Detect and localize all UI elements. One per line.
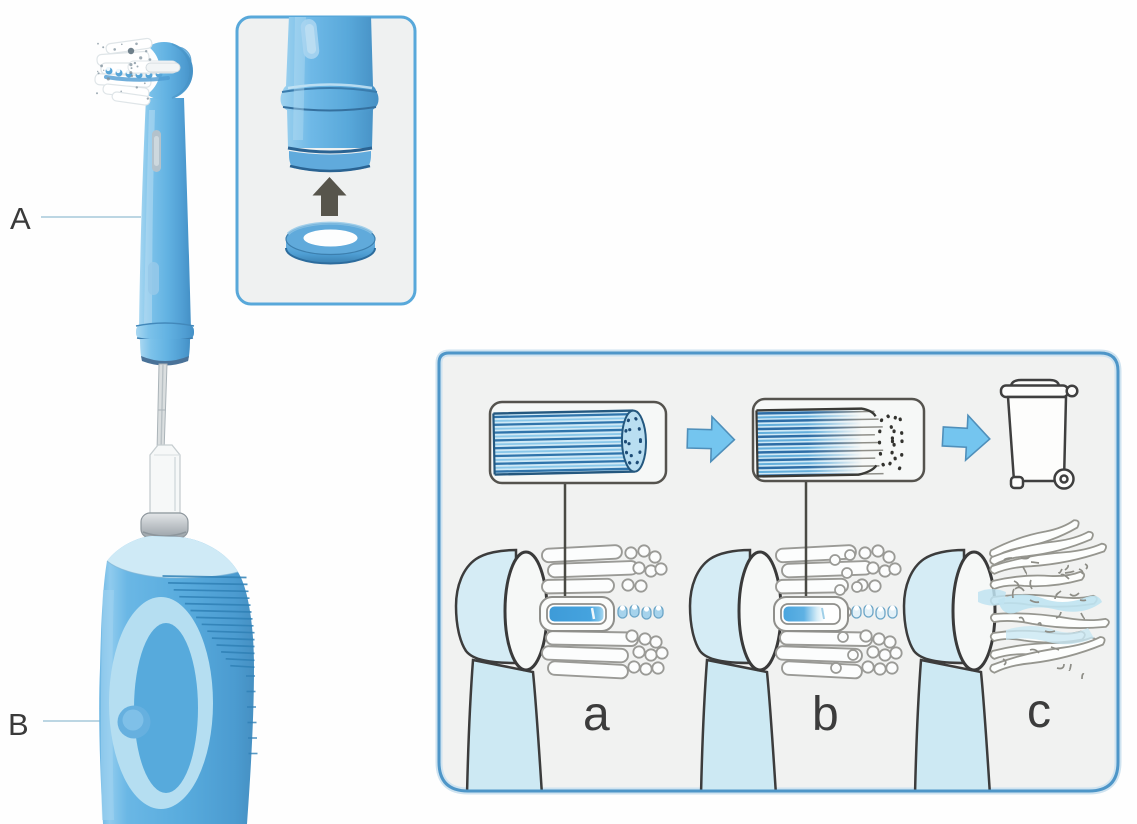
- svg-text:a: a: [583, 688, 610, 741]
- svg-text:c: c: [1027, 685, 1051, 738]
- svg-text:A: A: [10, 201, 31, 236]
- svg-text:B: B: [8, 707, 29, 742]
- svg-text:b: b: [812, 688, 839, 741]
